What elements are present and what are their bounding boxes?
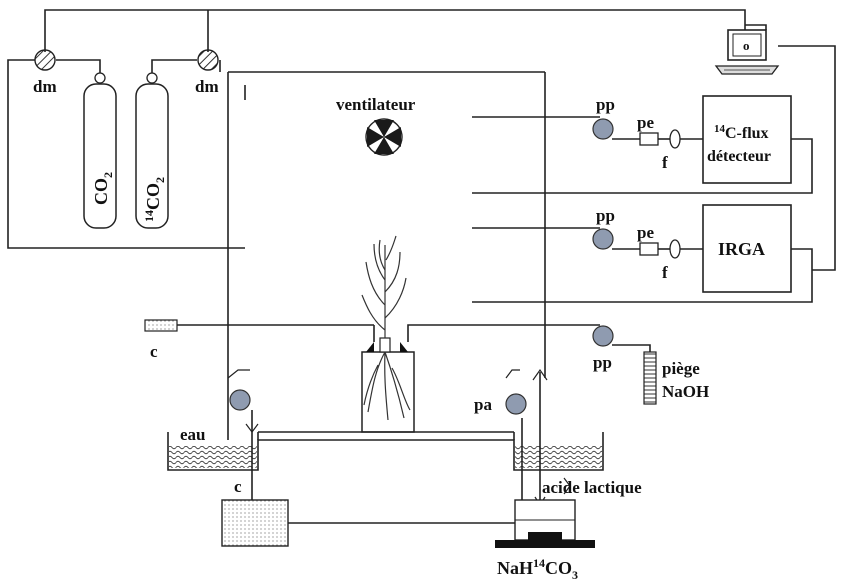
computer-cable-top	[745, 24, 767, 30]
ventilateur-label: ventilateur	[336, 95, 416, 114]
computer-icon	[714, 29, 780, 75]
pp-top-label: pp	[596, 95, 615, 114]
plant-icon	[361, 235, 411, 421]
filter-c-left	[144, 319, 375, 342]
nah14co3-label: NaH14CO3	[497, 556, 578, 582]
dm-valve-right	[197, 49, 219, 71]
pe-mid-label: pe	[637, 223, 654, 242]
pp-bottom-label: pp	[593, 353, 612, 372]
flux-detector-loop	[472, 95, 813, 194]
pp-pump-top	[592, 118, 614, 140]
pp-pump-bottom	[592, 325, 614, 347]
svg-text:CO2: CO2	[91, 172, 115, 205]
fan-icon	[365, 118, 403, 156]
left-pump	[229, 389, 251, 411]
computer-cable-right	[778, 45, 836, 271]
c-bottom-label: c	[234, 477, 242, 496]
irga-loop	[472, 204, 813, 303]
svg-text:14CO2: 14CO2	[142, 177, 167, 222]
eau-label: eau	[180, 425, 206, 444]
pp-mid-label: pp	[596, 206, 615, 225]
co2-cylinder: CO2	[83, 72, 117, 229]
piege-label: piège	[662, 359, 700, 378]
detector-label-2: détecteur	[707, 148, 771, 165]
14co2-label: CO	[143, 183, 163, 210]
dm-left-label: dm	[33, 77, 57, 96]
pa-label: pa	[474, 395, 492, 414]
14co2-sup: 14	[142, 210, 156, 222]
water-tray	[167, 431, 604, 471]
left-drain	[221, 369, 289, 547]
f-mid-label: f	[662, 263, 668, 282]
pp-pump-mid	[592, 228, 614, 250]
acid-feed	[495, 368, 595, 548]
co2-label: CO	[91, 178, 111, 205]
irga-label: IRGA	[718, 239, 765, 259]
computer-screen-label: o	[743, 38, 750, 53]
detector-label: 14C-flux	[714, 123, 769, 142]
growth-chamber	[227, 71, 546, 440]
f-top-label: f	[662, 153, 668, 172]
dm-right-label: dm	[195, 77, 219, 96]
plant-pot	[361, 337, 415, 433]
gas-supply-lines	[7, 9, 746, 249]
c-left-label: c	[150, 342, 158, 361]
naoh-trap-line	[407, 324, 657, 405]
pa-pump	[505, 393, 527, 415]
dm-valve-left	[34, 49, 56, 71]
acide-label: acide lactique	[542, 478, 642, 497]
naoh-label: NaOH	[662, 382, 709, 401]
pe-top-label: pe	[637, 113, 654, 132]
14co2-cylinder: 14CO2	[135, 72, 169, 229]
